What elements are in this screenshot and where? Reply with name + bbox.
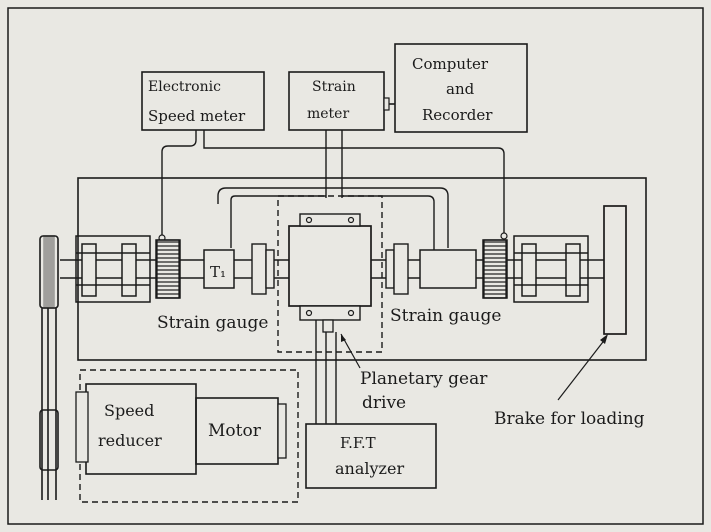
strain-gauge-label-right: Strain gauge [390,306,501,326]
computer-and-recorder: Computer and Recorder [394,43,528,133]
planetary-gear-label-line1: Planetary gear [360,369,488,389]
signal-wires [161,130,505,250]
left-bearing-housing [75,235,151,303]
belt-pulley [39,235,59,500]
speed-meter-label-line2: Speed meter [148,107,246,125]
left-coupling [251,243,275,295]
motor-label: Motor [208,421,262,441]
strain-meter-label-line2: meter [307,106,349,122]
speed-reducer-label-line1: Speed [104,401,154,420]
fft-cables [315,320,337,424]
torque-transducer-t2 [419,249,477,289]
strain-meter-label-line1: Strain [312,79,356,95]
computer-label-line1: Computer [412,55,489,73]
planetary-gear-drive [277,195,383,353]
speed-meter-label-line1: Electronic [148,79,221,95]
outer-frame [7,7,704,525]
brake-label: Brake for loading [494,409,645,429]
right-slotted-disc [482,239,508,299]
computer-label-line3: Recorder [422,106,493,124]
fft-label-line1: F.F.T [340,434,376,452]
motor: Motor [195,397,287,465]
brake-disc [603,205,627,335]
fft-label-line2: analyzer [335,459,404,478]
fft-analyzer: F.F.T analyzer [305,423,437,489]
torque-transducer-t1: T₁ [203,249,235,289]
strain-gauge-label-left: Strain gauge [157,313,268,333]
planetary-gear-label-line2: drive [362,393,406,413]
base-plate [77,177,647,361]
left-slotted-disc [155,239,181,299]
t1-label: T₁ [210,263,226,281]
right-bearing-housing [513,235,589,303]
computer-label-line2: and [446,80,475,98]
electronic-speed-meter: Electronic Speed meter [141,71,265,131]
strain-meter: Strain meter [288,71,385,131]
right-coupling [385,243,409,295]
speed-reducer: Speed reducer [75,383,197,475]
speed-reducer-label-line2: reducer [98,431,162,450]
